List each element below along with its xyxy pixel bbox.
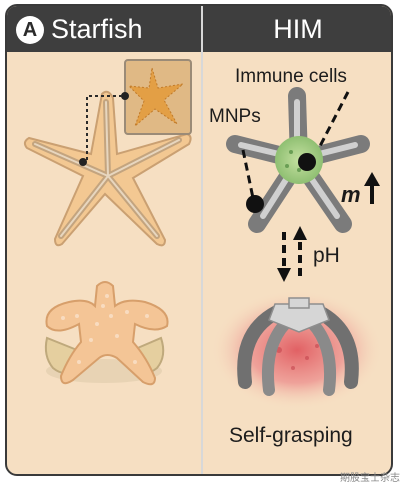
- right-title: HIM: [273, 14, 323, 44]
- inset-connector: [79, 95, 125, 166]
- panel-badge: A: [16, 16, 44, 44]
- m-label: m: [341, 182, 361, 207]
- starfish-photo: [23, 90, 192, 247]
- self-grasping-label: Self-grasping: [229, 424, 353, 447]
- him-gripper: [226, 87, 370, 233]
- watermark: 期股宝士杂志: [340, 473, 400, 484]
- panel-divider: [201, 6, 203, 474]
- ph-label: pH: [313, 244, 340, 267]
- grasping-starfish: [44, 281, 169, 386]
- left-title: Starfish: [51, 14, 143, 44]
- self-grasping-gripper: [211, 290, 383, 410]
- m-up-arrow: [364, 172, 380, 204]
- ph-arrows: [277, 226, 307, 282]
- mnps-label: MNPs: [209, 106, 261, 127]
- immune-cells-label: Immune cells: [235, 66, 347, 87]
- starfish-inset: [121, 59, 192, 135]
- panel-header: A Starfish HIM: [7, 6, 391, 52]
- figure-panel: A Starfish HIM: [5, 4, 393, 476]
- diagram-art: [23, 59, 383, 410]
